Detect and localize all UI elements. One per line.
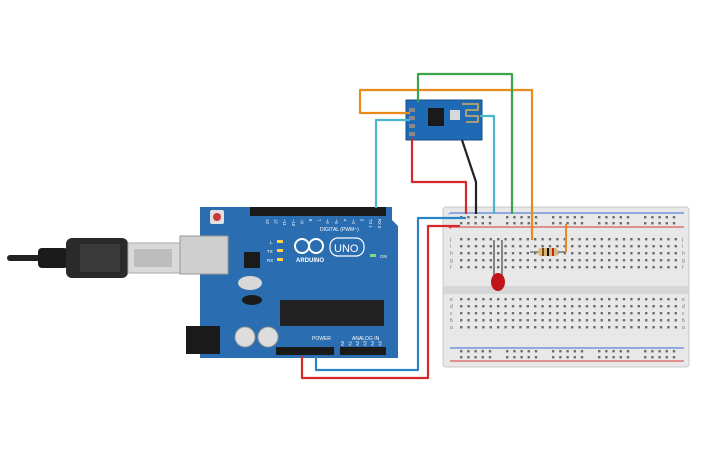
analog-pin-label: A0 [340,340,345,346]
esp-pins [409,108,415,136]
led-tx-label: TX [267,249,273,254]
digital-pin-label: 8 [308,219,313,222]
row-letter: j [449,237,451,243]
analog-pin-label: A1 [348,340,353,346]
digital-pin-label: 7 [317,219,322,222]
resistor [530,224,567,256]
row-letter: g [682,258,685,264]
wire-blue-gnd [314,216,466,372]
wire-orange [358,88,534,240]
digital-pin-label: 2 [360,219,365,222]
power-header [276,347,386,355]
analog-pin-label: A2 [355,340,360,346]
digital-pin-label: ~11 [282,219,287,226]
row-letter: h [450,251,453,257]
row-letter: a [450,325,453,331]
arduino-board: ARDUINO UNO DIGITAL (PWM~) POWER ANALOG … [179,207,398,358]
wire-red-5v [300,224,460,380]
analog-label: ANALOG IN [352,336,380,342]
digital-pin-label: 13 [265,219,270,224]
wire-green [416,72,514,214]
row-letter: e [682,297,685,303]
wire-cyan-right [480,114,496,214]
usb-cable [7,238,181,278]
digital-pin-label: ~9 [299,219,304,224]
row-letter: j [681,237,683,243]
row-letter: h [682,251,685,257]
rail-minus-label: - [448,211,451,218]
row-letter: a [682,325,685,331]
on-label: ON [380,254,387,259]
row-letter: g [450,258,453,264]
analog-pin-label: A5 [378,340,383,346]
row-letter: c [682,311,685,317]
led [491,240,505,291]
reset-button[interactable] [213,213,221,221]
arduino-logo [294,238,324,254]
digital-pin-label: RX 0 [377,219,382,229]
wire-black-esp [460,139,478,214]
row-letter: e [450,297,453,303]
digital-pin-label: ~10 [291,219,296,227]
led-rx-label: RX [267,258,273,263]
analog-pin-label: A4 [370,340,375,346]
row-letter: b [682,318,685,324]
digital-pin-label: ~5 [334,219,339,224]
wire-red-esp [410,138,468,214]
row-letter: c [450,311,453,317]
breadboard-holes [460,216,677,359]
digital-pin-label: 4 [342,219,347,222]
brand-label: ARDUINO [296,258,324,264]
digital-label: DIGITAL (PWM~) [320,227,359,233]
digital-pin-label: TX 1 [368,219,373,229]
led-l-label: L [270,240,273,245]
row-letter: i [450,244,451,250]
row-letter: d [450,304,453,310]
rail-plus-label: + [448,225,452,232]
wires [300,72,534,380]
row-letter: f [450,265,452,271]
row-letter: i [682,244,683,250]
digital-pin-label: ~6 [325,219,330,224]
model-label: UNO [334,243,359,255]
digital-pin-label: 12 [274,219,279,224]
row-letter: f [682,265,684,271]
atmega-chip [280,300,384,326]
row-letter: b [450,318,453,324]
esp8266-module [405,99,483,141]
analog-pin-label: A3 [363,340,368,346]
power-label: POWER [312,336,331,342]
digital-header [250,207,386,216]
wire-cyan-top [374,118,410,208]
digital-pin-label: ~3 [351,219,356,224]
row-letter: d [682,304,685,310]
